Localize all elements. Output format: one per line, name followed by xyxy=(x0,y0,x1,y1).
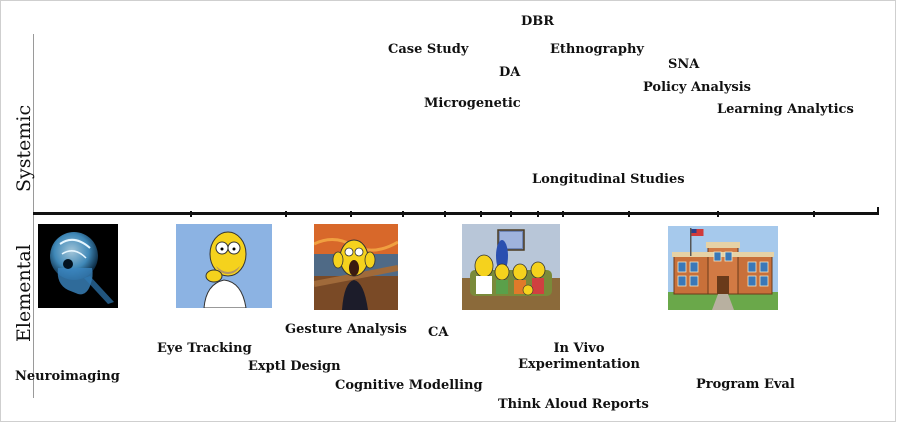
y-label-elemental: Elemental xyxy=(13,244,35,342)
term-in-vivo-line1: In Vivo xyxy=(553,341,605,356)
horizontal-axis xyxy=(33,212,879,215)
vertical-axis xyxy=(33,34,34,398)
axis-tick xyxy=(444,211,446,217)
term-policy-analysis: Policy Analysis xyxy=(643,80,751,95)
axis-tick xyxy=(562,211,564,217)
term-cognitive-modelling: Cognitive Modelling xyxy=(335,378,483,393)
axis-tick xyxy=(537,211,539,217)
term-eye-tracking: Eye Tracking xyxy=(157,341,252,356)
homer-thinking-icon xyxy=(176,224,272,308)
term-exptl-design: Exptl Design xyxy=(248,359,341,374)
axis-tick xyxy=(480,211,482,217)
term-ca: CA xyxy=(428,325,449,340)
y-label-systemic: Systemic xyxy=(13,104,35,192)
axis-tick xyxy=(402,211,404,217)
term-think-aloud-reports: Think Aloud Reports xyxy=(498,397,649,412)
term-in-vivo-experimentation: In Vivo Experimentation xyxy=(514,341,644,373)
term-da: DA xyxy=(499,65,521,80)
axis-end-tick xyxy=(877,207,879,215)
axis-tick xyxy=(813,211,815,217)
axis-tick xyxy=(190,211,192,217)
axis-tick xyxy=(717,211,719,217)
term-in-vivo-line2: Experimentation xyxy=(518,357,640,372)
xray-skull-icon xyxy=(38,224,118,308)
term-longitudinal-studies: Longitudinal Studies xyxy=(532,172,685,187)
simpsons-family-couch-icon xyxy=(462,224,560,310)
term-program-eval: Program Eval xyxy=(696,377,795,392)
term-neuroimaging: Neuroimaging xyxy=(15,369,120,384)
axis-tick xyxy=(350,211,352,217)
homer-scream-icon xyxy=(314,224,398,310)
term-microgenetic: Microgenetic xyxy=(424,96,521,111)
axis-tick xyxy=(285,211,287,217)
axis-tick xyxy=(628,211,630,217)
term-case-study: Case Study xyxy=(388,42,469,57)
term-sna: SNA xyxy=(668,57,700,72)
term-ethnography: Ethnography xyxy=(550,42,644,57)
axis-tick xyxy=(510,211,512,217)
term-gesture-analysis: Gesture Analysis xyxy=(285,322,407,337)
term-learning-analytics: Learning Analytics xyxy=(717,102,854,117)
term-dbr: DBR xyxy=(521,14,555,29)
school-building-icon xyxy=(668,226,778,310)
